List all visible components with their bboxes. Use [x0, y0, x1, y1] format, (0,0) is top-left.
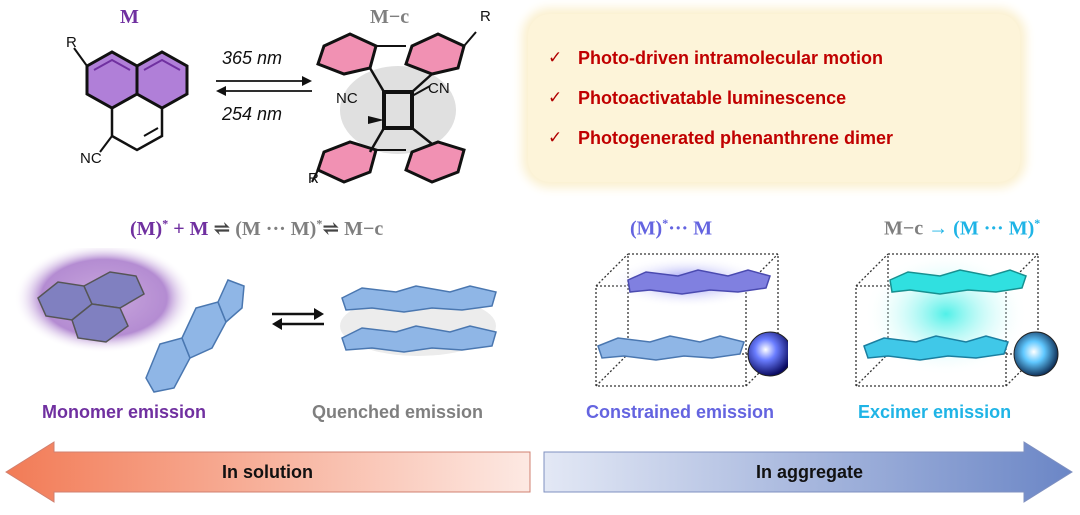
in-solution-label: In solution — [222, 462, 313, 482]
quenched-emission-label: Quenched emission — [312, 402, 484, 422]
feature-box: ✓ Photo-driven intramolecular motion ✓ P… — [528, 14, 1020, 182]
monomer-structure — [73, 47, 189, 153]
constrained-equation: (M)*··· M — [630, 216, 713, 240]
quenched-stack-illustration — [340, 285, 497, 356]
cyclo-r-bottom-label: R — [308, 170, 319, 187]
constrained-box-illustration — [595, 253, 788, 387]
solution-arrow — [5, 441, 531, 503]
equilibrium-arrows — [216, 76, 312, 96]
check-icon: ✓ — [548, 88, 563, 107]
solution-equation: (M)* + M ⇌ (M ··· M)*⇌ M−c — [130, 216, 384, 240]
excimer-emission-label: Excimer emission — [858, 402, 1012, 422]
reverse-wavelength: 254 nm — [222, 104, 283, 124]
feature-text: Photogenerated phenanthrene dimer — [578, 127, 894, 148]
monomer-nc-label: NC — [80, 150, 102, 167]
monomer-label: M — [120, 6, 139, 28]
feature-text: Photo-driven intramolecular motion — [578, 47, 884, 68]
check-icon: ✓ — [548, 48, 563, 67]
cyclodimer-structure — [311, 31, 477, 184]
cyclo-nc-label: NC — [336, 90, 358, 107]
feature-item: ✓ Photogenerated phenanthrene dimer — [548, 124, 893, 152]
monomer-emission-label: Monomer emission — [42, 402, 207, 422]
feature-text: Photoactivatable luminescence — [578, 87, 847, 108]
monomer-illustration — [14, 248, 245, 393]
in-aggregate-label: In aggregate — [756, 462, 864, 482]
constrained-emission-label: Constrained emission — [586, 402, 775, 422]
feature-item: ✓ Photoactivatable luminescence — [548, 84, 846, 112]
cyclo-r-top-label: R — [480, 8, 491, 25]
check-icon: ✓ — [548, 128, 563, 147]
aggregate-arrow — [543, 441, 1073, 503]
forward-wavelength: 365 nm — [222, 48, 283, 68]
solution-equilibrium-arrows — [272, 308, 324, 330]
feature-item: ✓ Photo-driven intramolecular motion — [548, 44, 883, 72]
excimer-box-illustration — [855, 252, 1059, 387]
cyclo-cn-label: CN — [428, 80, 450, 97]
cyclo-label: M−c — [370, 6, 410, 28]
monomer-r-label: R — [66, 34, 77, 51]
excimer-equation: M−c → (M ··· M)* — [884, 216, 1041, 240]
